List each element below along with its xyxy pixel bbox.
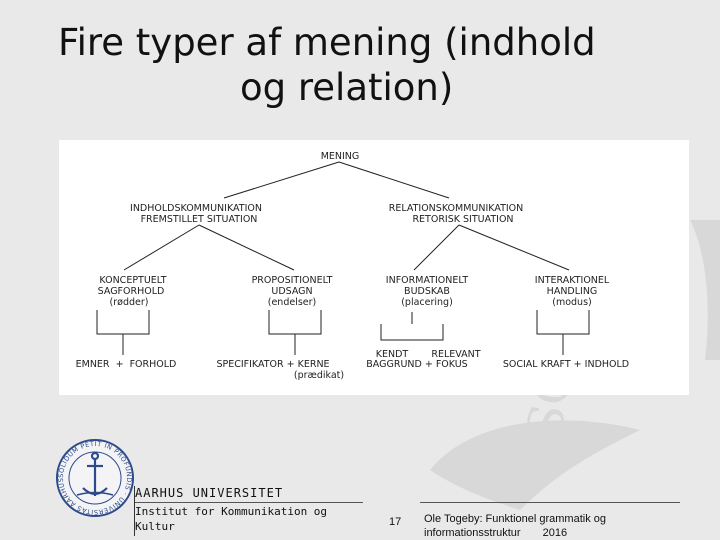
credit-line-2: informationsstruktur 2016 xyxy=(424,526,654,540)
node-propositionelt: PROPOSITIONELT xyxy=(252,275,333,286)
tree-svg: MENING INDHOLDSKOMMUNIKATION FREMSTILLET… xyxy=(59,140,689,395)
node-indholdskommunikation: INDHOLDSKOMMUNIKATION xyxy=(130,203,262,214)
node-fremstillet-situation: FREMSTILLET SITUATION xyxy=(141,214,258,225)
leaf-specifikator-kerne: SPECIFIKATOR + KERNE xyxy=(216,359,329,370)
node-sagforhold: SAGFORHOLD xyxy=(98,286,165,297)
node-placering: (placering) xyxy=(401,297,453,308)
credit-work: informationsstruktur xyxy=(424,527,521,539)
title-line-1: Fire typer af mening (indhold xyxy=(30,20,720,65)
leaf-emner-forhold: EMNER + FORHOLD xyxy=(76,359,177,370)
title-line-2: og relation) xyxy=(30,65,720,110)
node-handling: HANDLING xyxy=(547,286,598,297)
institute-name: Institut for Kommunikation og Kultur xyxy=(135,504,360,534)
leaf-praedikat: (prædikat) xyxy=(294,370,344,381)
node-retorisk-situation: RETORISK SITUATION xyxy=(412,214,513,225)
university-name: AARHUS UNIVERSITET xyxy=(135,486,283,500)
meaning-tree-diagram: MENING INDHOLDSKOMMUNIKATION FREMSTILLET… xyxy=(59,140,689,395)
root-node-mening: MENING xyxy=(321,151,360,162)
credit-year: 2016 xyxy=(543,527,567,539)
slide-title: Fire typer af mening (indhold og relatio… xyxy=(30,20,720,110)
node-interaktionel: INTERAKTIONEL xyxy=(535,275,610,286)
tree-connectors xyxy=(97,162,589,355)
university-wordmark: AARHUS UNIVERSITET Institut for Kommunik… xyxy=(134,486,363,536)
university-seal-logo: SOLIDUM PETIT IN PROFUNDIS · UNIVERSITAS… xyxy=(55,438,135,518)
node-udsagn: UDSAGN xyxy=(271,286,312,297)
leaf-social-kraft-indhold: SOCIAL KRAFT + INDHOLD xyxy=(503,359,629,370)
node-budskab: BUDSKAB xyxy=(404,286,450,297)
node-roedder: (rødder) xyxy=(110,297,149,308)
credit-rule xyxy=(420,502,680,503)
credit-line-1: Ole Togeby: Funktionel grammatik og xyxy=(424,512,654,526)
leaf-baggrund-fokus: BAGGRUND + FOKUS xyxy=(366,359,467,370)
node-informationelt: INFORMATIONELT xyxy=(386,275,469,286)
node-relationskommunikation: RELATIONSKOMMUNIKATION xyxy=(389,203,524,214)
credit-text: Ole Togeby: Funktionel grammatik og info… xyxy=(424,512,654,540)
node-konceptuelt: KONCEPTUELT xyxy=(99,275,166,286)
page-number: 17 xyxy=(389,516,401,528)
node-modus: (modus) xyxy=(552,297,591,308)
university-rule xyxy=(135,502,363,503)
node-endelser: (endelser) xyxy=(268,297,317,308)
